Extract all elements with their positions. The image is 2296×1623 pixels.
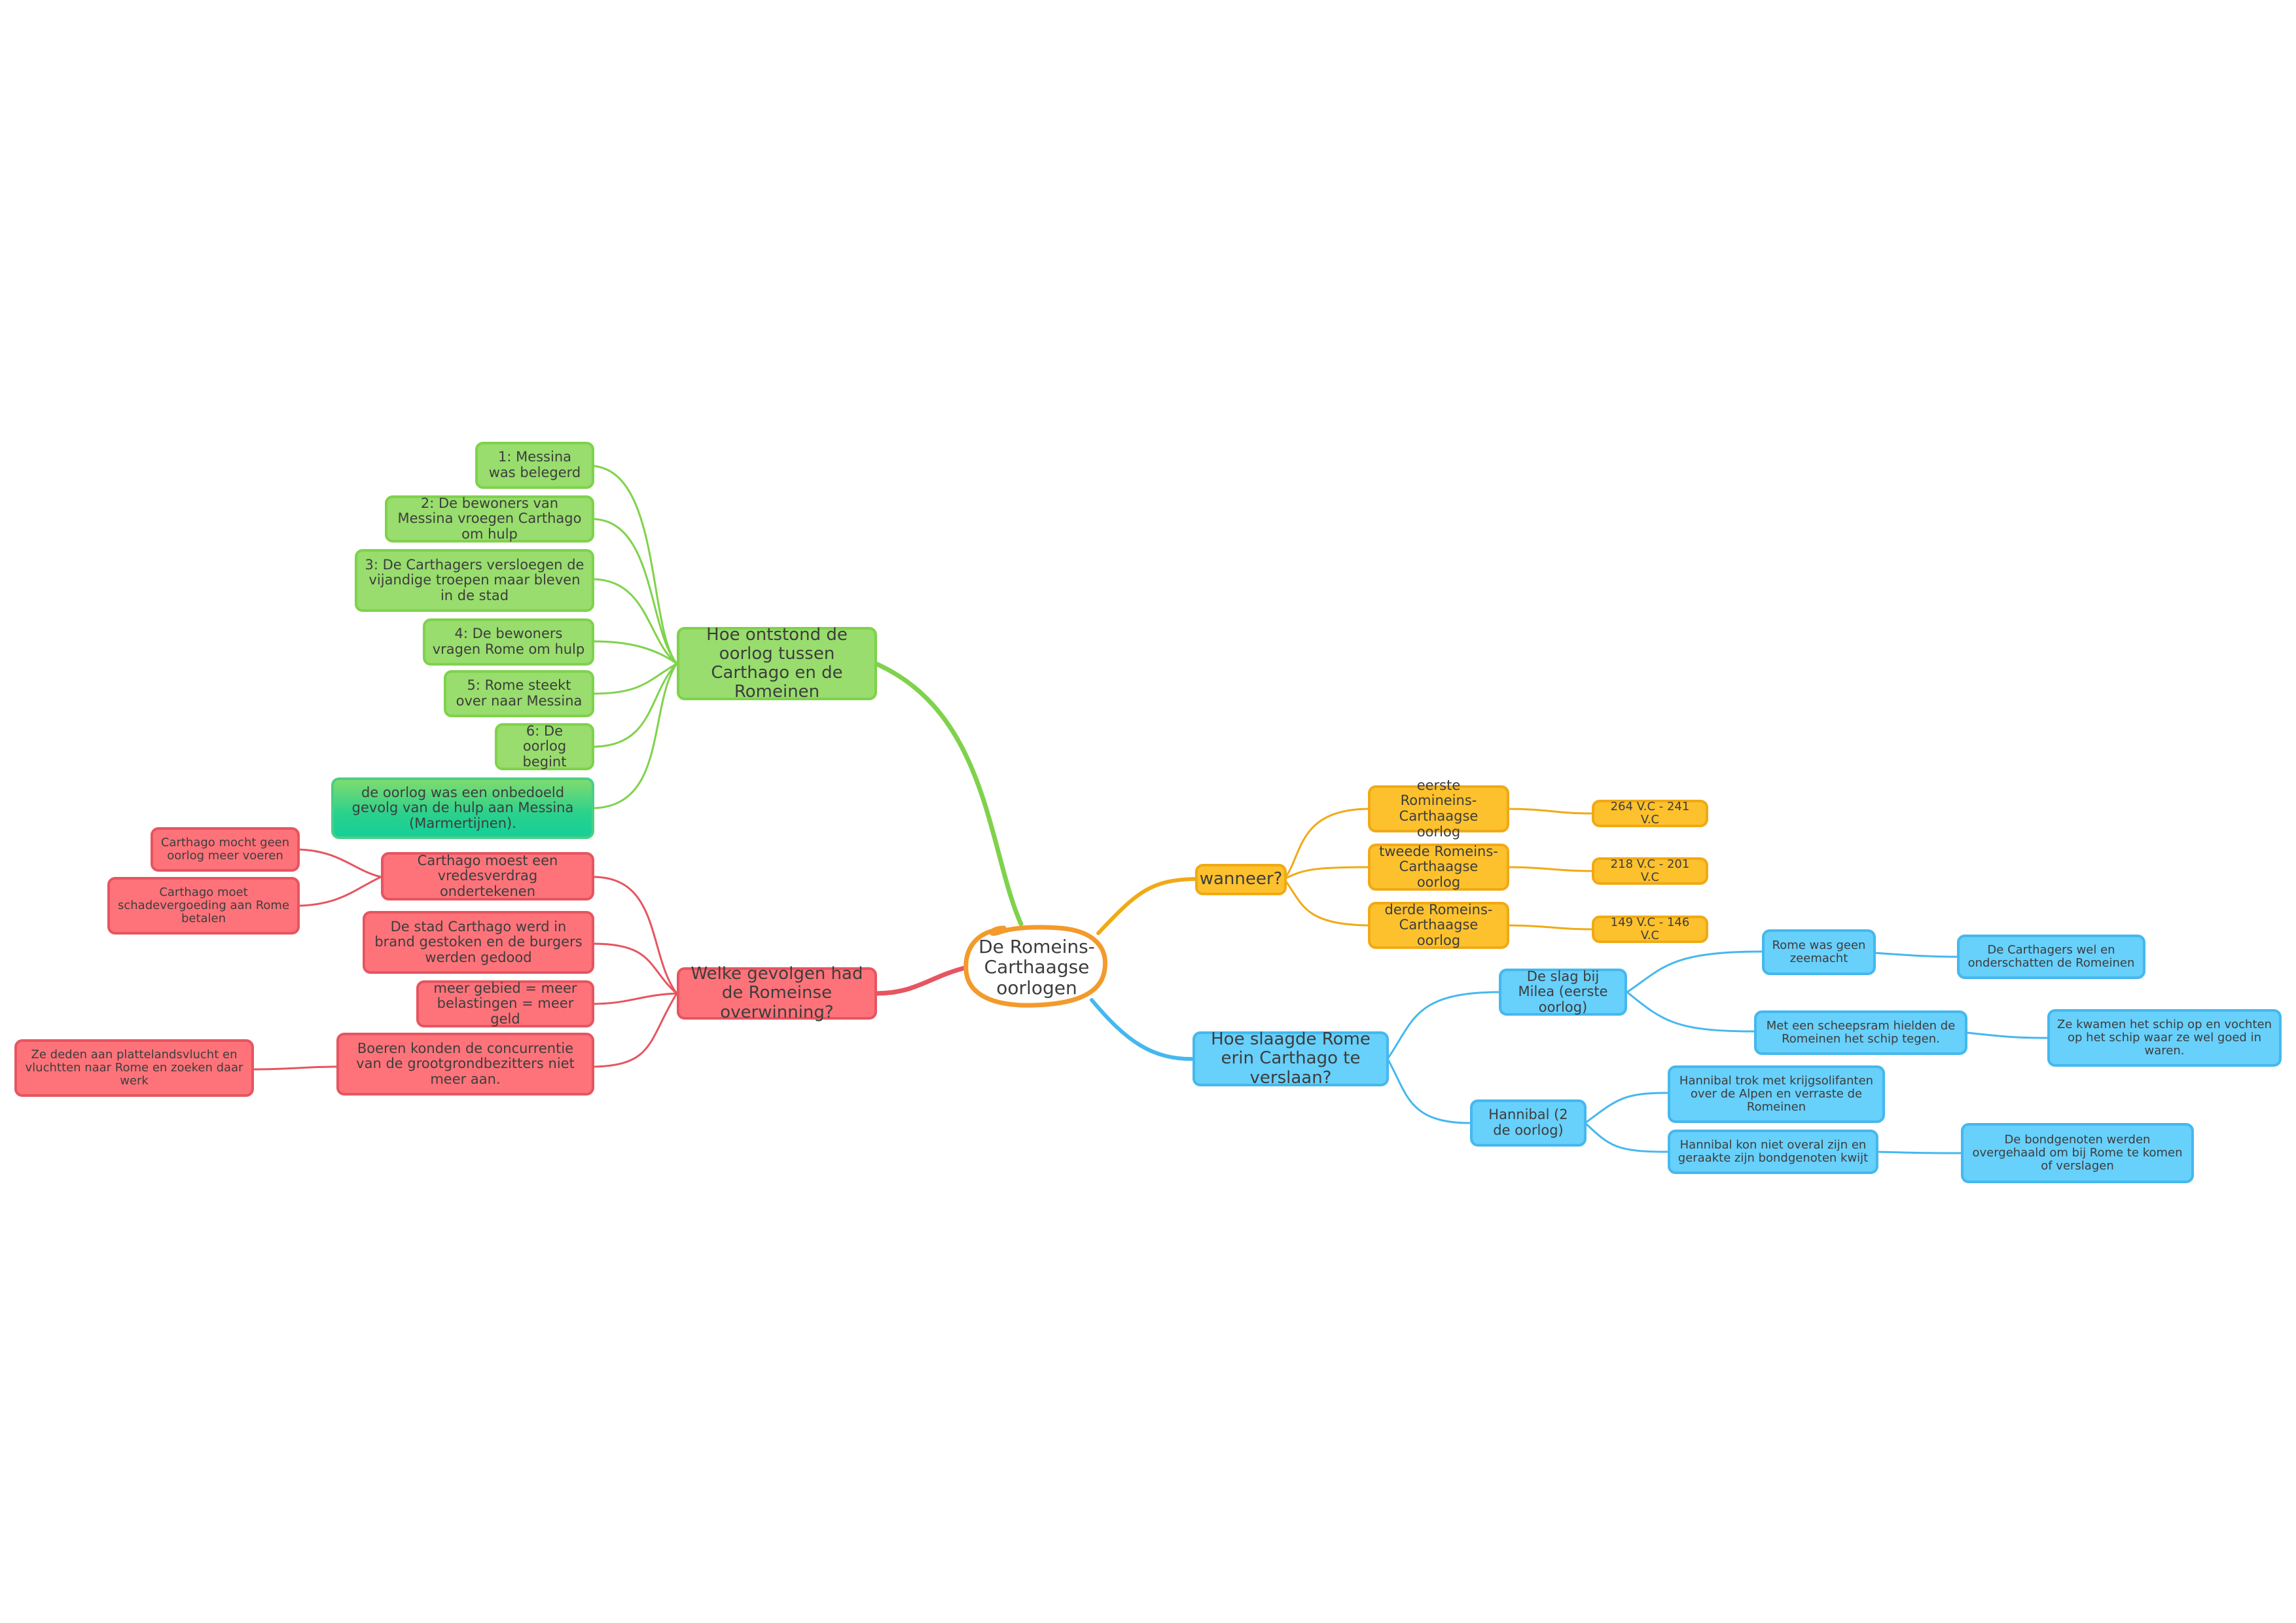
connector-orange-1d [1507, 808, 1593, 815]
connector-blue-2b1 [1876, 1150, 1962, 1154]
orange-item-1-date[interactable]: 264 V.C - 241 V.C [1592, 800, 1708, 827]
branch-green-topic[interactable]: Hoe ontstond de oorlog tussen Carthago e… [677, 625, 877, 702]
connector-green-5 [592, 662, 678, 695]
connector-orange-3d [1507, 924, 1593, 931]
blue-item-1-child-1[interactable]: Rome was geen zeemacht [1762, 929, 1876, 975]
connector-red-1b [297, 876, 382, 907]
orange-item-3[interactable]: derde Romeins-Carthaagse oorlog [1368, 902, 1509, 949]
connector-green-6 [592, 662, 678, 748]
blue-item-1-child-2[interactable]: Met een scheepsram hielden de Romeinen h… [1754, 1010, 1967, 1055]
connector-green-3 [592, 578, 678, 665]
connector-green-7 [592, 662, 678, 810]
green-item-4[interactable]: 4: De bewoners vragen Rome om hulp [423, 618, 594, 666]
connector-red-1a [297, 848, 382, 878]
connector-main-orange [1096, 877, 1204, 935]
connector-blue-1b1 [1966, 1031, 2049, 1039]
green-item-7[interactable]: de oorlog was een onbedoeld gevolg van d… [331, 777, 594, 839]
connector-orange-3 [1283, 878, 1371, 927]
green-item-6[interactable]: 6: De oorlog begint [495, 723, 594, 770]
branch-blue-topic[interactable]: Hoe slaagde Rome erin Carthago te versla… [1193, 1030, 1389, 1087]
blue-item-1-child-1-detail[interactable]: De Carthagers wel en onderschatten de Ro… [1957, 935, 2145, 979]
red-item-1[interactable]: Carthago moest een vredesverdrag onderte… [381, 852, 594, 901]
red-item-3[interactable]: meer gebied = meer belastingen = meer ge… [416, 980, 594, 1027]
connector-blue-1a1 [1873, 952, 1958, 958]
connector-blue-2b [1584, 1122, 1669, 1153]
red-item-4[interactable]: Boeren konden de concurrentie van de gro… [336, 1033, 594, 1096]
connector-main-green [873, 661, 1024, 927]
blue-item-2-child-1[interactable]: Hannibal trok met krijgsolifanten over d… [1668, 1065, 1885, 1123]
blue-item-2-child-2[interactable]: Hannibal kon niet overal zijn en geraakt… [1668, 1130, 1878, 1174]
connector-orange-2 [1283, 866, 1371, 880]
branch-red-topic[interactable]: Welke gevolgen had de Romeinse overwinni… [677, 965, 877, 1022]
blue-item-1[interactable]: De slag bij Milea (eerste oorlog) [1499, 969, 1627, 1016]
orange-item-2[interactable]: tweede Romeins-Carthaagse oorlog [1368, 844, 1509, 891]
connector-orange-1 [1283, 808, 1371, 880]
connector-red-3 [592, 992, 678, 1005]
connector-red-4a [251, 1065, 338, 1071]
connector-orange-2d [1507, 866, 1593, 872]
orange-item-1[interactable]: eerste Romineins-Carthaagse oorlog [1368, 777, 1509, 839]
blue-item-2-child-2-detail[interactable]: De bondgenoten werden overgehaald om bij… [1961, 1123, 2194, 1183]
blue-item-1-child-2-detail[interactable]: Ze kwamen het schip op en vochten op het… [2047, 1009, 2282, 1067]
connector-green-4 [592, 640, 678, 665]
connector-blue-1a [1626, 950, 1763, 993]
connector-red-4 [592, 992, 678, 1068]
green-item-2[interactable]: 2: De bewoners van Messina vroegen Carth… [385, 495, 594, 543]
connector-main-blue [1090, 998, 1197, 1061]
green-item-1[interactable]: 1: Messina was belegerd [475, 442, 594, 489]
connector-red-2 [592, 942, 678, 995]
connector-main-red [873, 965, 970, 996]
connector-blue-2a [1584, 1092, 1669, 1124]
green-item-3[interactable]: 3: De Carthagers versloegen de vijandige… [355, 549, 594, 612]
connector-red-1 [592, 876, 678, 995]
red-item-4-child-1[interactable]: Ze deden aan plattelandsvlucht en vlucht… [14, 1039, 254, 1097]
red-item-1-child-2[interactable]: Carthago moet schadevergoeding aan Rome … [107, 877, 300, 935]
central-topic-label: De Romeins-Carthaagse oorlogen [978, 935, 1095, 999]
orange-item-2-date[interactable]: 218 V.C - 201 V.C [1592, 857, 1708, 885]
central-topic[interactable]: De Romeins-Carthaagse oorlogen [961, 923, 1113, 1012]
branch-orange-topic[interactable]: wanneer? [1195, 864, 1287, 895]
connector-blue-1b [1626, 991, 1755, 1033]
connector-green-1 [592, 465, 678, 665]
connector-blue-1 [1386, 991, 1501, 1060]
connector-green-2 [592, 518, 678, 665]
connector-blue-2 [1386, 1058, 1471, 1124]
blue-item-2[interactable]: Hannibal (2 de oorlog) [1470, 1099, 1587, 1147]
green-item-5[interactable]: 5: Rome steekt over naar Messina [444, 670, 594, 717]
red-item-1-child-1[interactable]: Carthago mocht geen oorlog meer voeren [151, 827, 300, 872]
orange-item-3-date[interactable]: 149 V.C - 146 V.C [1592, 916, 1708, 943]
red-item-2[interactable]: De stad Carthago werd in brand gestoken … [363, 911, 594, 974]
